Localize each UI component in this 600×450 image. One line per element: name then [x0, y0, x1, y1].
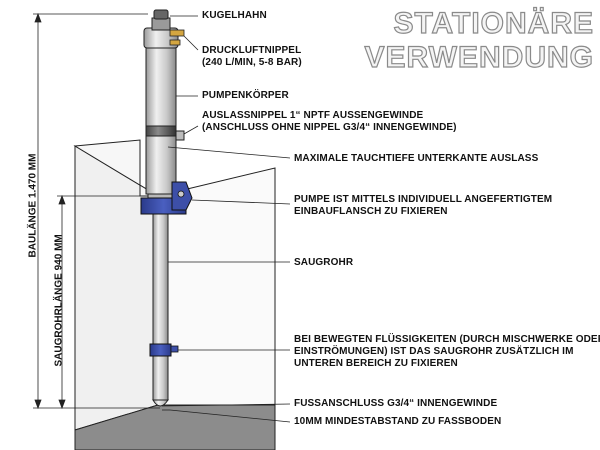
label-flansch-2: EINBAUFLANSCH ZU FIXIEREN — [294, 206, 448, 217]
label-druckluftnippel-2: (240 L/MIN, 5-8 BAR) — [202, 57, 302, 68]
label-tauchtiefe: MAXIMALE TAUCHTIEFE UNTERKANTE AUSLASS — [294, 153, 539, 164]
dimension-lines — [33, 12, 160, 410]
dimension-saugrohrlaenge: SAUGROHRLÄNGE 940 MM — [53, 234, 65, 367]
label-bewegt-3: UNTEREN BEREICH ZU FIXIEREN — [294, 358, 458, 369]
pump-head — [143, 9, 185, 49]
label-bewegt-1: BEI BEWEGTEN FLÜSSIGKEITEN (DURCH MISCHW… — [294, 334, 600, 345]
mounting-flange — [140, 181, 193, 215]
label-kugelhahn: KUGELHAHN — [202, 10, 267, 21]
label-saugrohr: SAUGROHR — [294, 257, 354, 268]
pump-body — [145, 45, 177, 203]
title-line-1: STATIONÄRE — [393, 7, 594, 40]
lower-clamp — [149, 343, 179, 357]
label-bewegt-2: EINSTRÖMUNGEN) IST DAS SAUGROHR ZUSÄTZLI… — [294, 346, 574, 357]
title-line-2: VERWENDUNG — [364, 41, 594, 74]
outlet-nipple — [175, 130, 185, 141]
tank-floor — [74, 404, 276, 450]
label-auslassnippel-2: (ANSCHLUSS OHNE NIPPEL G3/4“ INNENGEWIND… — [202, 122, 457, 133]
label-auslassnippel-1: AUSLASSNIPPEL 1“ NPTF AUSSENGEWINDE — [202, 110, 424, 121]
label-fussanschluss: FUSSANSCHLUSS G3/4“ INNENGEWINDE — [294, 398, 498, 409]
suction-tube — [152, 213, 169, 407]
label-flansch-1: PUMPE IST MITTELS INDIVIDUELL ANGEFERTIG… — [294, 194, 553, 205]
label-druckluftnippel-1: DRUCKLUFTNIPPEL — [202, 45, 302, 56]
dimension-baulaenge: BAULÄNGE 1.470 MM — [27, 153, 39, 258]
label-pumpenkoerper: PUMPENKÖRPER — [202, 90, 289, 101]
label-abstand: 10MM MINDESTABSTAND ZU FASSBODEN — [294, 416, 502, 427]
leader-lines — [161, 15, 291, 423]
